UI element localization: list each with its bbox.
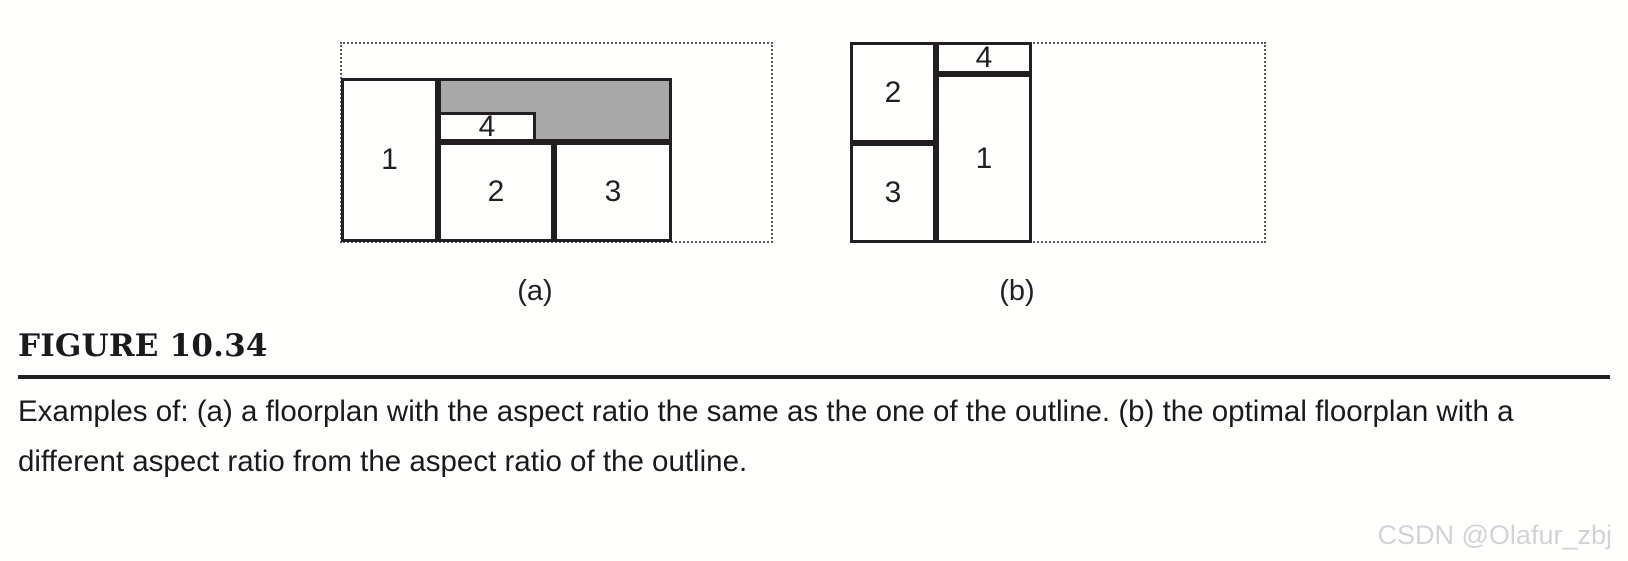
caption-divider-rule xyxy=(18,374,1610,379)
block-3-label-b: 3 xyxy=(884,176,902,209)
floorplan-block-3-b: 3 xyxy=(850,143,936,243)
block-4-label-a: 4 xyxy=(478,110,496,143)
block-3-label-a: 3 xyxy=(604,175,622,208)
csdn-watermark: CSDN @Olafur_zbj xyxy=(1377,520,1612,550)
floorplan-block-2-a: 2 xyxy=(438,142,554,242)
block-1-label-a: 1 xyxy=(381,143,398,176)
floorplan-block-1-b: 1 xyxy=(936,74,1032,243)
floorplan-block-4-a: 4 xyxy=(438,112,536,142)
figure-caption-text: Examples of: (a) a floorplan with the as… xyxy=(18,394,1514,479)
subfigure-caption-a: (a) xyxy=(517,275,553,307)
floorplan-block-2-b: 2 xyxy=(850,42,936,143)
floorplan-block-1-a: 1 xyxy=(341,78,438,242)
block-2-label-a: 2 xyxy=(487,175,505,208)
figure-diagram-area: 1 4 2 3 (a) 2 3 4 1 (b) xyxy=(340,42,1266,307)
subfigure-caption-b: (b) xyxy=(999,275,1035,307)
figure-caption-block: FIGURE 10.34 Examples of: (a) a floorpla… xyxy=(18,330,1610,488)
figure-title: FIGURE 10.34 xyxy=(18,328,268,364)
floorplan-block-4-b: 4 xyxy=(936,42,1032,74)
block-1-label-b: 1 xyxy=(975,141,993,175)
block-4-label-b: 4 xyxy=(975,41,993,74)
block-2-label-b: 2 xyxy=(884,75,902,109)
floorplan-block-3-a: 3 xyxy=(554,142,672,242)
